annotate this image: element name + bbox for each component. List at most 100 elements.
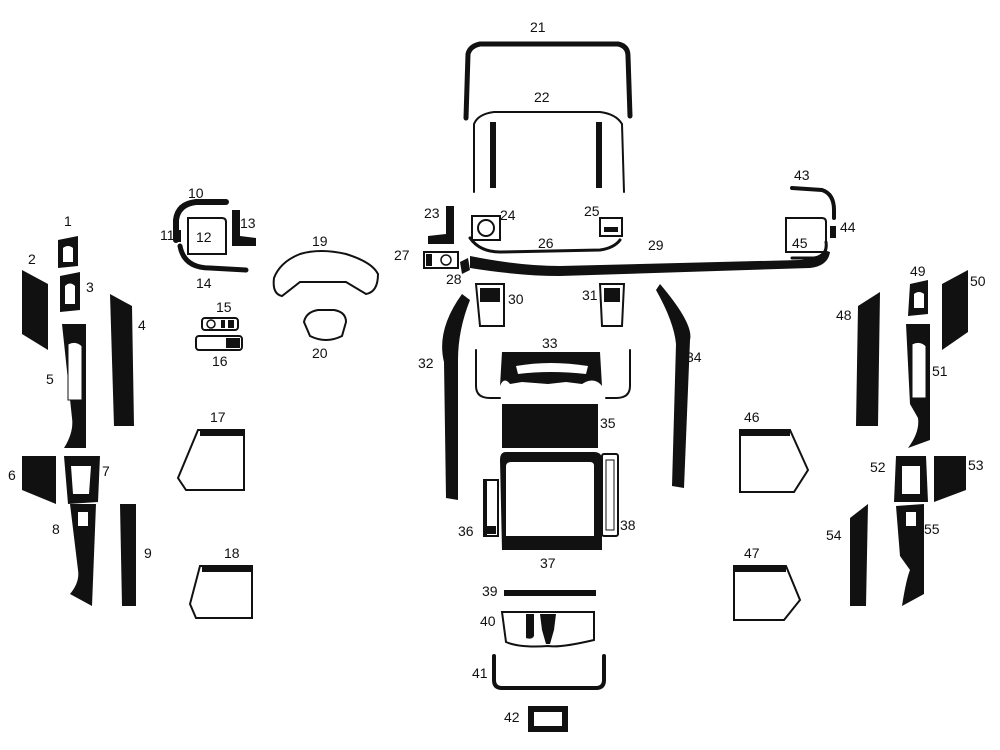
label-16: 16 xyxy=(212,353,228,369)
part-4 xyxy=(110,294,134,426)
label-28: 28 xyxy=(446,271,462,287)
part-42 xyxy=(528,706,568,732)
label-41: 41 xyxy=(472,665,488,681)
label-6: 6 xyxy=(8,467,16,483)
label-8: 8 xyxy=(52,521,60,537)
part-49 xyxy=(908,280,928,316)
label-14: 14 xyxy=(196,275,212,291)
label-19: 19 xyxy=(312,233,328,249)
part-29 xyxy=(470,250,830,276)
part-53 xyxy=(934,456,966,502)
part-19 xyxy=(272,250,380,298)
part-46 xyxy=(739,429,810,493)
part-48 xyxy=(856,292,880,426)
label-3: 3 xyxy=(86,279,94,295)
part-22 xyxy=(473,111,625,193)
part-27 xyxy=(423,251,459,269)
part-55 xyxy=(896,504,924,606)
part-3 xyxy=(60,272,80,312)
part-8 xyxy=(70,504,96,606)
label-29: 29 xyxy=(648,237,664,253)
label-31: 31 xyxy=(582,287,598,303)
label-36: 36 xyxy=(458,523,474,539)
label-51: 51 xyxy=(932,363,948,379)
part-10 xyxy=(173,199,229,243)
label-11: 11 xyxy=(160,227,175,243)
part-43 xyxy=(790,186,836,220)
part-2 xyxy=(22,270,48,350)
part-30 xyxy=(474,283,505,327)
label-20: 20 xyxy=(312,345,328,361)
part-11 xyxy=(176,230,181,242)
part-36 xyxy=(483,479,499,537)
label-2: 2 xyxy=(28,251,36,267)
label-1: 1 xyxy=(64,213,72,229)
part-20 xyxy=(302,309,348,341)
label-39: 39 xyxy=(482,583,498,599)
part-40 xyxy=(500,611,595,648)
part-39 xyxy=(504,590,596,596)
label-10: 10 xyxy=(188,185,204,201)
label-45: 45 xyxy=(792,235,808,251)
label-12: 12 xyxy=(196,229,212,245)
label-30: 30 xyxy=(508,291,524,307)
label-52: 52 xyxy=(870,459,886,475)
label-13: 13 xyxy=(240,215,256,231)
label-22: 22 xyxy=(534,89,550,105)
label-9: 9 xyxy=(144,545,152,561)
label-54: 54 xyxy=(826,527,842,543)
label-18: 18 xyxy=(224,545,240,561)
part-35 xyxy=(502,404,598,448)
part-17 xyxy=(176,429,245,491)
label-23: 23 xyxy=(424,205,440,221)
label-7: 7 xyxy=(102,463,110,479)
label-26: 26 xyxy=(538,235,554,251)
part-9 xyxy=(120,504,136,606)
part-37 xyxy=(500,452,602,550)
label-35: 35 xyxy=(600,415,616,431)
label-4: 4 xyxy=(138,317,146,333)
label-48: 48 xyxy=(836,307,852,323)
part-13 xyxy=(232,210,256,246)
part-24 xyxy=(471,215,501,241)
label-24: 24 xyxy=(500,207,516,223)
label-25: 25 xyxy=(584,203,600,219)
label-47: 47 xyxy=(744,545,760,561)
label-32: 32 xyxy=(418,355,434,371)
part-7 xyxy=(64,456,100,504)
label-34: 34 xyxy=(686,349,702,365)
label-43: 43 xyxy=(794,167,810,183)
part-16 xyxy=(195,335,243,351)
label-27: 27 xyxy=(394,247,410,263)
part-5 xyxy=(62,324,86,448)
part-21 xyxy=(463,41,633,121)
label-37: 37 xyxy=(540,555,556,571)
part-18 xyxy=(188,565,253,619)
label-53: 53 xyxy=(968,457,984,473)
label-33: 33 xyxy=(542,335,558,351)
part-33 xyxy=(475,349,631,399)
label-15: 15 xyxy=(216,299,232,315)
part-44 xyxy=(830,226,836,238)
part-15 xyxy=(201,317,239,331)
part-45 xyxy=(785,217,828,260)
label-21: 21 xyxy=(530,19,546,35)
part-47 xyxy=(733,565,802,621)
label-55: 55 xyxy=(924,521,940,537)
part-14 xyxy=(177,243,249,273)
part-34 xyxy=(656,284,691,488)
label-46: 46 xyxy=(744,409,760,425)
label-38: 38 xyxy=(620,517,636,533)
part-32 xyxy=(442,294,470,500)
part-23 xyxy=(428,206,454,244)
label-40: 40 xyxy=(480,613,496,629)
part-38 xyxy=(601,453,619,537)
part-26 xyxy=(468,236,622,254)
part-54 xyxy=(850,504,868,606)
label-42: 42 xyxy=(504,709,520,725)
label-17: 17 xyxy=(210,409,226,425)
part-41 xyxy=(492,654,606,690)
part-51 xyxy=(906,324,930,448)
part-12 xyxy=(187,217,227,255)
